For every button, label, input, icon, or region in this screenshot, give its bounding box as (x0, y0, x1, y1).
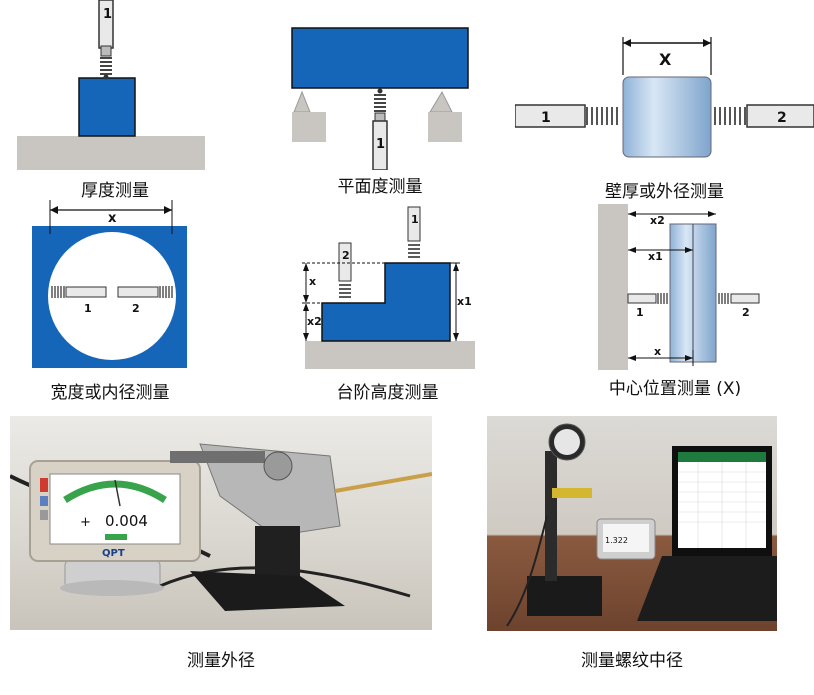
probe-2 (718, 293, 760, 304)
probe-1 (98, 0, 114, 80)
wall-od-diagram: X 1 2 (514, 37, 814, 158)
probe-2 (714, 104, 814, 128)
probe-2 (117, 286, 173, 298)
laptop-keyboard (637, 556, 777, 621)
width-id-diagram: x 1 2 (32, 200, 187, 368)
probe-1 (372, 88, 388, 171)
left-support (292, 90, 326, 142)
bore-circle (48, 232, 176, 360)
dimension-x2-label: x2 (307, 315, 322, 328)
od-fixture (170, 443, 432, 611)
dimension-x2-label: x2 (650, 214, 665, 227)
panel-flatness: 1 平面度测量 (280, 20, 480, 200)
cylinder (622, 76, 712, 158)
dimension-x-label: x (309, 275, 316, 288)
panel-center: x2 x1 x 1 2 中心位置测量 (X) (570, 200, 814, 410)
panel-thickness: 1 厚度测量 (0, 0, 230, 205)
probe-label-1: 1 (84, 302, 92, 315)
caption-width-id: 宽度或内径测量 (50, 383, 170, 403)
stone-base (305, 341, 475, 369)
probe-label-1: 1 (376, 137, 385, 152)
caption-thread-photo: 测量螺纹中径 (581, 651, 683, 671)
caption-center: 中心位置测量 (X) (608, 379, 742, 399)
blue-block (78, 77, 136, 137)
dimension-x-label: x (654, 345, 661, 358)
thickness-diagram: 1 (17, 0, 205, 170)
probe-1 (627, 293, 668, 304)
display-sign: + (80, 515, 91, 530)
probe-label-1: 1 (103, 7, 112, 22)
probe-label-1: 1 (636, 306, 644, 319)
od-photo-scene: + 0.004 QPT (10, 443, 432, 611)
stone-wall (598, 204, 628, 370)
probe-label-2: 2 (342, 249, 350, 262)
thread-photo-scene: 1.322 (506, 423, 777, 627)
panel-width-id: x 1 2 宽度或内径测量 (20, 198, 200, 408)
probe-label-1: 1 (411, 213, 419, 226)
caption-flatness: 平面度测量 (337, 177, 423, 197)
dimension-x-label: X (659, 50, 672, 69)
small-display-reading: 1.322 (605, 536, 628, 545)
probe-2 (338, 242, 352, 298)
blue-plate (291, 27, 469, 89)
probe-label-1: 1 (541, 110, 551, 126)
caption-step: 台阶高度测量 (336, 383, 439, 403)
brand-logo: QPT (102, 548, 125, 559)
panel-step: 1 2 x x2 x1 台阶高度测量 (300, 205, 475, 410)
dimension-x1-label: x1 (648, 250, 663, 263)
photo-od-measurement: + 0.004 QPT (10, 416, 432, 630)
probe-1 (407, 206, 421, 258)
probe-label-2: 2 (132, 302, 140, 315)
caption-od-photo: 测量外径 (187, 651, 255, 671)
probe-1 (51, 286, 107, 298)
caption-thickness: 厚度测量 (81, 181, 149, 201)
caption-wall-od: 壁厚或外径测量 (605, 182, 724, 202)
probe-label-2: 2 (742, 306, 750, 319)
dimension-x1-label: x1 (457, 295, 472, 308)
photo-thread-measurement: 1.322 (487, 416, 777, 631)
step-diagram: 1 2 x x2 x1 (302, 206, 475, 369)
center-diagram: x2 x1 x 1 2 (598, 204, 760, 370)
probe-1 (514, 104, 618, 128)
display-reading: 0.004 (105, 512, 148, 530)
flatness-diagram: 1 (291, 27, 469, 171)
right-support (428, 90, 462, 142)
probe-label-2: 2 (777, 110, 787, 126)
dimension-x-label: x (108, 211, 117, 226)
stone-base (17, 136, 205, 170)
panel-wall-od: X 1 2 壁厚或外径测量 (514, 35, 814, 205)
blue-step-block (321, 262, 451, 342)
